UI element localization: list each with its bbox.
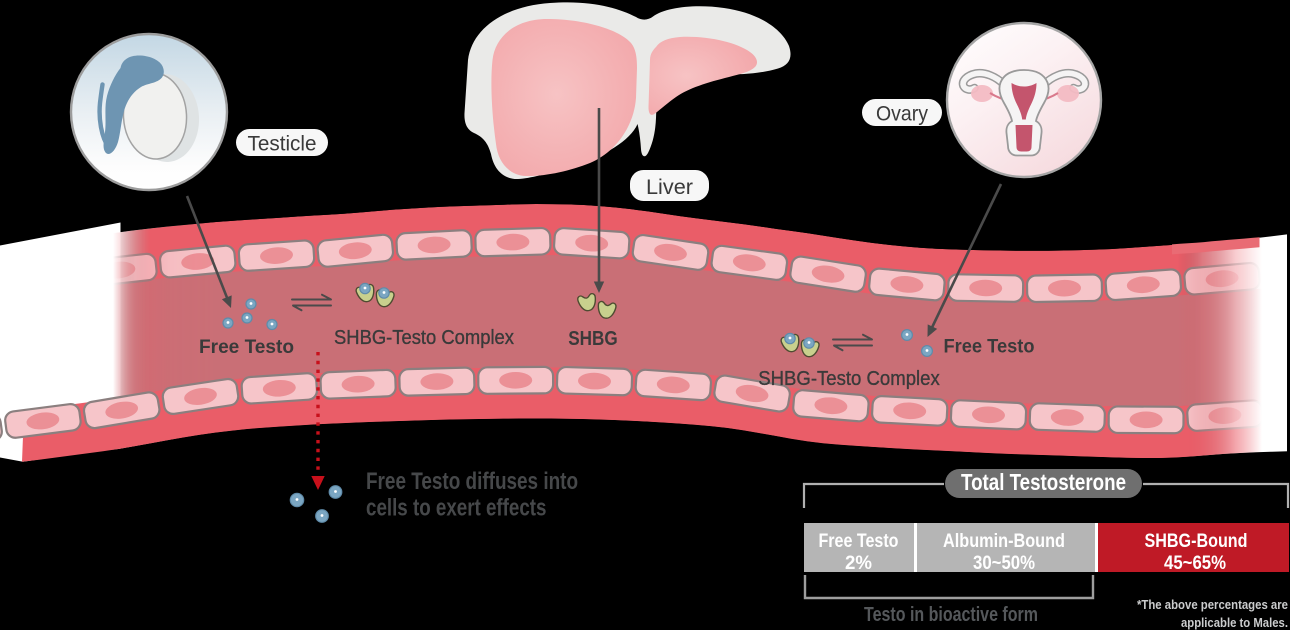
svg-text:Total Testosterone: Total Testosterone bbox=[961, 469, 1126, 495]
svg-text:Ovary: Ovary bbox=[876, 103, 928, 126]
svg-text:2%: 2% bbox=[845, 553, 872, 574]
svg-text:Free Testo: Free Testo bbox=[944, 336, 1035, 358]
svg-text:30~50%: 30~50% bbox=[973, 553, 1035, 574]
svg-text:applicable to Males.: applicable to Males. bbox=[1181, 615, 1288, 630]
svg-text:Albumin-Bound: Albumin-Bound bbox=[943, 531, 1065, 552]
svg-text:45~65%: 45~65% bbox=[1164, 553, 1226, 574]
svg-text:SHBG: SHBG bbox=[568, 328, 618, 350]
svg-text:Free Testo: Free Testo bbox=[199, 336, 294, 358]
svg-text:Testicle: Testicle bbox=[248, 133, 317, 156]
svg-text:cells to exert effects: cells to exert effects bbox=[366, 495, 547, 522]
svg-text:Liver: Liver bbox=[646, 176, 693, 199]
svg-text:Free Testo diffuses into: Free Testo diffuses into bbox=[366, 468, 578, 495]
svg-text:SHBG-Testo Complex: SHBG-Testo Complex bbox=[758, 368, 940, 390]
svg-text:Testo in bioactive form: Testo in bioactive form bbox=[864, 603, 1038, 626]
svg-text:*The above percentages are: *The above percentages are bbox=[1137, 597, 1288, 612]
svg-text:SHBG-Testo Complex: SHBG-Testo Complex bbox=[334, 327, 514, 349]
svg-text:Free Testo: Free Testo bbox=[819, 531, 899, 552]
svg-text:SHBG-Bound: SHBG-Bound bbox=[1145, 531, 1248, 552]
